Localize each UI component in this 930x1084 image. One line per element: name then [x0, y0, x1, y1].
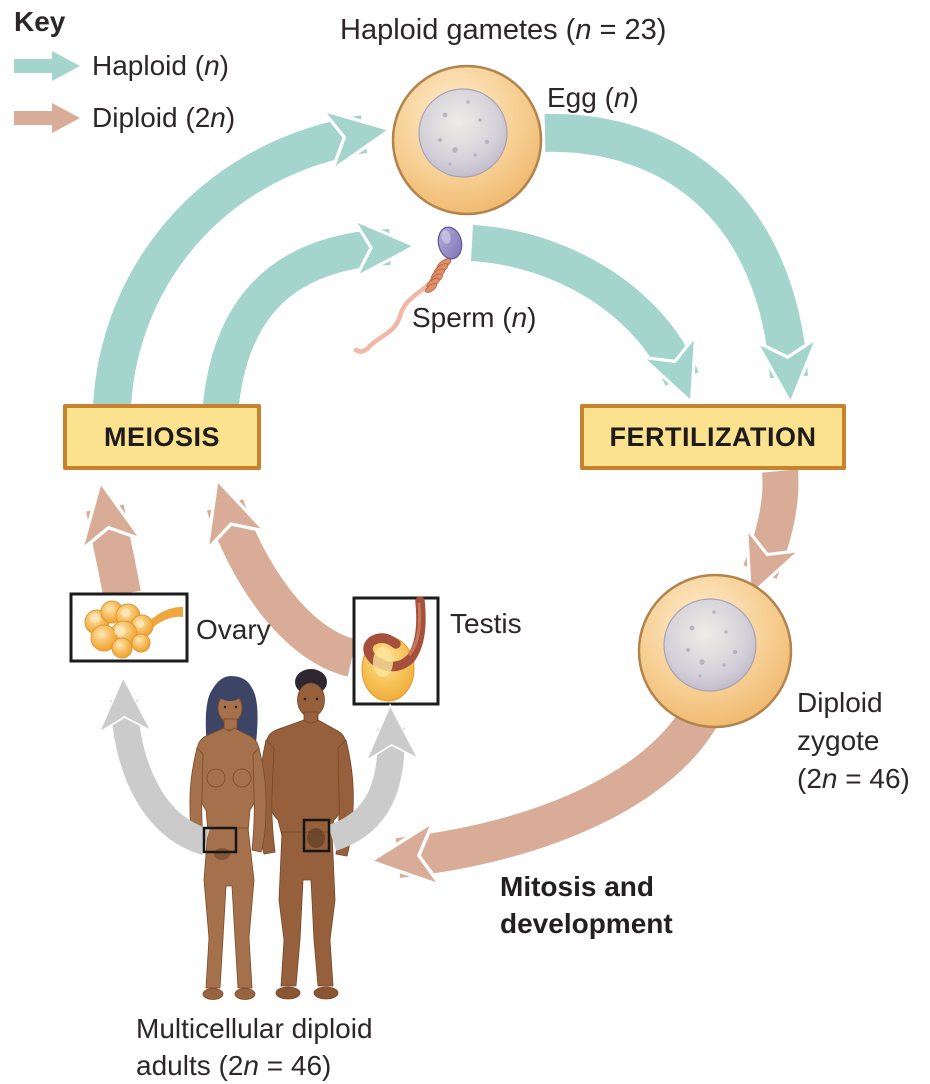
- key-label-haploid: Haploid (n): [92, 50, 229, 81]
- key-label-diploid: Diploid (2n): [92, 102, 236, 133]
- man-torso: [265, 719, 347, 837]
- meiosis-box: MEIOSIS: [63, 404, 261, 470]
- man-gonad-square: [302, 818, 331, 853]
- zygote-cell: [637, 573, 793, 729]
- arrow-testis-to-meiosis: [225, 505, 358, 677]
- diploid-arcs: [105, 469, 780, 858]
- zygote-nucleus-speckles: [686, 610, 738, 678]
- zygote-nucleus: [663, 598, 757, 692]
- testis-highlight: [373, 647, 393, 677]
- man-legs: [278, 831, 336, 987]
- man-pubic-shade: [307, 828, 325, 848]
- arc-meiosis-to-egg: [92, 134, 364, 438]
- sperm-head: [437, 226, 463, 260]
- diploid-arrow-icon: [14, 103, 80, 133]
- somatic-arrows: [124, 700, 391, 855]
- key-title: Key: [14, 6, 66, 37]
- diploid-zygote-label: Diploid zygote (2n = 46): [797, 687, 910, 795]
- woman-gonad-square: [202, 826, 238, 854]
- mitosis-development-label: Mitosis and development: [500, 871, 673, 940]
- gonad-location-markers: [202, 818, 331, 854]
- testis-inset: [352, 596, 440, 706]
- key-row-haploid: Haploid (n): [14, 50, 229, 82]
- key-row-diploid: Diploid (2n): [14, 102, 235, 134]
- epididymis-highlight: [408, 602, 422, 656]
- arrow-man-to-testis: [327, 728, 391, 851]
- woman-legs: [203, 827, 255, 989]
- egg-nucleus-speckles: [438, 100, 490, 166]
- arc-egg-to-fertilization: [544, 113, 789, 377]
- arc-sperm-to-fertilization: [470, 225, 699, 379]
- ovary-stalk: [146, 606, 183, 634]
- arrow-ovary-to-meiosis: [105, 508, 122, 598]
- sperm-head-highlight: [441, 230, 451, 244]
- woman-breast-left: [206, 768, 226, 788]
- egg-nucleus: [418, 88, 508, 178]
- woman-right-arm: [251, 747, 267, 853]
- testis-label: Testis: [450, 608, 522, 639]
- ovary-label: Ovary: [196, 614, 271, 645]
- ovary-highlights: [90, 608, 144, 637]
- arrow-woman-to-ovary: [124, 700, 211, 855]
- haploid-arrow-icon: [14, 51, 80, 81]
- sperm-tail: [353, 267, 444, 354]
- egg-label: Egg (n): [547, 82, 639, 113]
- egg-cell: [391, 64, 543, 216]
- woman-pubic-shade: [214, 848, 230, 860]
- arc-zygote-to-adults: [398, 702, 720, 858]
- haploid-gametes-label: Haploid gametes (n = 23): [340, 14, 667, 46]
- sperm-cell: [353, 226, 463, 354]
- man-figure: [258, 669, 354, 1000]
- arrow-fertilization-to-zygote: [743, 469, 780, 572]
- sperm-label: Sperm (n): [412, 302, 537, 333]
- woman-bangs: [217, 683, 243, 701]
- multicellular-adults-label: Multicellular diploid adults (2n = 46): [136, 1013, 373, 1082]
- woman-breast-right: [232, 768, 252, 788]
- fertilization-box: FERTILIZATION: [580, 404, 846, 470]
- sperm-midpiece: [425, 258, 452, 293]
- arc-meiosis-to-sperm: [201, 247, 390, 441]
- haploid-arcs: [92, 113, 789, 441]
- ovary-inset: [69, 592, 189, 663]
